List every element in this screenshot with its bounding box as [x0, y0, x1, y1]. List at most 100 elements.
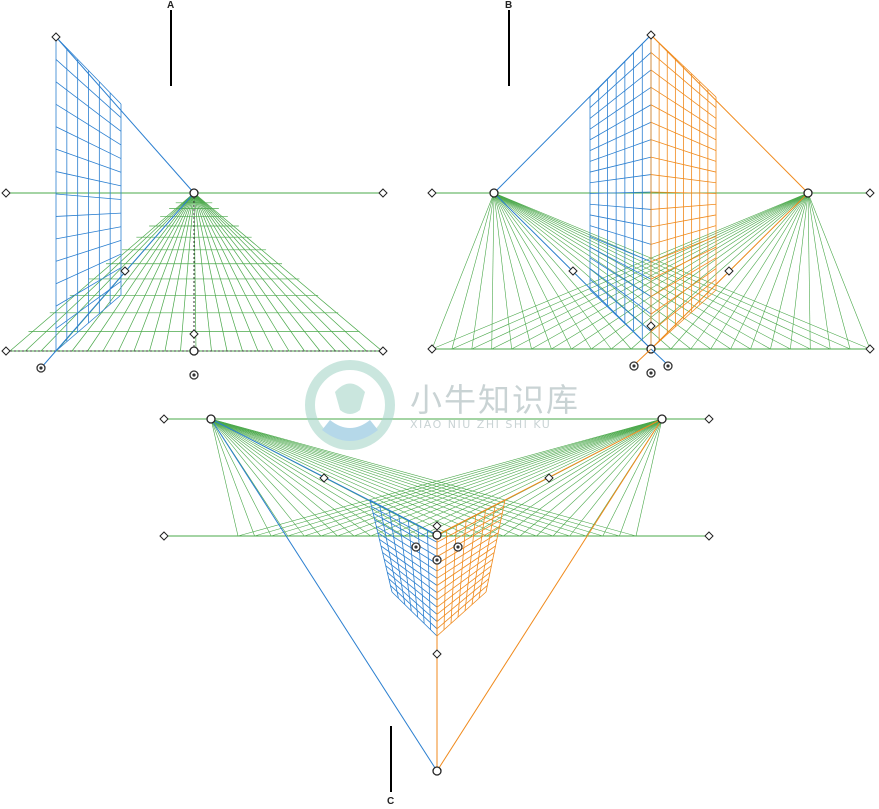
ground-left-handle[interactable] — [1, 346, 11, 356]
ground-grid-ray — [193, 192, 243, 352]
left-extent-handle[interactable] — [568, 266, 578, 276]
left-wall-grid — [589, 236, 652, 263]
bottom-vanishing-point[interactable] — [432, 766, 442, 776]
ground-grid-ray-left — [491, 192, 495, 350]
right-face-grid — [436, 585, 488, 630]
left-face-grid — [417, 524, 425, 624]
left-face-grid — [374, 519, 438, 557]
ground-grid-ray-left — [210, 418, 421, 537]
ground-grid-ray — [193, 192, 197, 352]
right-extent-handle[interactable] — [724, 266, 734, 276]
right-vanishing-point[interactable] — [657, 414, 667, 424]
ground-extent-handle[interactable] — [646, 321, 656, 331]
right-face-grid — [436, 539, 498, 579]
ground-grid-ray-left — [493, 192, 811, 350]
left-wall-grid — [589, 191, 652, 194]
left-wall-grid — [589, 139, 652, 162]
right-face-grid — [436, 558, 494, 601]
ground-grid-ray-left — [493, 192, 751, 350]
wall-top-handle[interactable] — [646, 30, 656, 40]
ground-grid-ray — [25, 192, 195, 352]
ground-grid-ray-left — [493, 192, 592, 350]
left-wall-grid — [589, 87, 652, 130]
right-face-grid — [436, 565, 492, 608]
right-face-grid — [436, 552, 495, 594]
left-face-grid — [398, 514, 412, 611]
wall-to-vp-line — [40, 192, 195, 369]
one-point-perspective-panel — [1, 32, 388, 380]
ground-grid-ray — [193, 192, 367, 352]
vertical-extent-handle[interactable] — [432, 649, 442, 659]
vanishing-point-handle[interactable] — [189, 188, 199, 198]
top-extent-handle[interactable] — [432, 521, 442, 531]
horizon-left-handle[interactable] — [1, 188, 11, 198]
wall-to-vp-line — [55, 36, 195, 194]
origin-handle[interactable] — [432, 530, 442, 540]
left-wall-grid — [589, 268, 652, 315]
horizon-left-handle[interactable] — [159, 414, 169, 424]
horizon-right-handle[interactable] — [704, 414, 714, 424]
plane-widget-center — [456, 545, 460, 549]
ground-grid-ray-left — [210, 418, 338, 537]
plane-widget-center — [39, 366, 43, 370]
plane-widget-center — [666, 364, 670, 368]
left-face-grid — [377, 532, 438, 572]
ground-grid-ray-right — [287, 418, 663, 537]
ground-grid-ray-left — [493, 192, 512, 350]
right-extent-handle[interactable] — [544, 473, 554, 483]
right-face-grid — [436, 525, 500, 565]
ground-right-handle[interactable] — [865, 344, 875, 354]
plane-widget-center — [632, 364, 636, 368]
ground-grid-ray-left — [210, 418, 404, 537]
ground-right-handle[interactable] — [378, 346, 388, 356]
ground-grid-ray — [102, 192, 195, 352]
ground-grid-ray-right — [610, 192, 809, 350]
left-face-grid — [407, 519, 419, 618]
left-face-grid — [427, 529, 431, 630]
ground-grid-ray-left — [493, 192, 552, 350]
ground-extent-handle[interactable] — [189, 329, 199, 339]
right-face-grid — [436, 506, 504, 543]
right-face-grid — [485, 499, 506, 593]
right-face-grid — [478, 504, 496, 599]
left-wall-grid — [589, 121, 652, 151]
left-face-grid — [383, 558, 438, 601]
ground-grid-ray — [71, 192, 195, 352]
horizon-left-handle[interactable] — [427, 188, 437, 198]
left-wall-grid — [589, 203, 652, 210]
ground-grid-ray-right — [710, 192, 809, 350]
right-face-grid — [436, 512, 503, 550]
ground-right-handle[interactable] — [704, 531, 714, 541]
left-wall-grid — [589, 225, 652, 245]
ground-grid-ray — [149, 192, 195, 352]
wall-top-handle[interactable] — [51, 32, 61, 42]
ground-grid-ray-right — [453, 418, 663, 537]
ground-grid-ray-left — [493, 192, 572, 350]
origin-handle[interactable] — [189, 346, 199, 356]
ground-grid-ray-right — [403, 418, 663, 537]
callout-label-c: C — [387, 796, 395, 807]
ground-left-handle[interactable] — [427, 344, 437, 354]
ground-left-handle[interactable] — [159, 531, 169, 541]
right-vanishing-point[interactable] — [803, 188, 813, 198]
ground-grid-ray-right — [503, 418, 663, 537]
left-wall-grid — [589, 104, 652, 141]
ground-grid-ray-left — [210, 418, 305, 537]
plane-widget-center — [649, 371, 653, 375]
ground-grid-ray — [193, 192, 274, 352]
right-vp-line — [650, 34, 809, 194]
ground-grid-ray-right — [750, 192, 809, 350]
ground-grid-ray-right — [790, 192, 809, 350]
left-vanishing-point[interactable] — [489, 188, 499, 198]
left-vanishing-point[interactable] — [206, 414, 216, 424]
ground-grid-ray-right — [337, 418, 663, 537]
left-extent-handle[interactable] — [319, 473, 329, 483]
horizon-right-handle[interactable] — [378, 188, 388, 198]
ground-grid-ray-right — [569, 418, 663, 537]
ground-grid-ray-left — [210, 418, 454, 537]
ground-grid-ray-left — [210, 418, 504, 537]
horizon-right-handle[interactable] — [865, 188, 875, 198]
left-face-grid — [379, 504, 399, 599]
wall-extent-handle[interactable] — [120, 266, 130, 276]
